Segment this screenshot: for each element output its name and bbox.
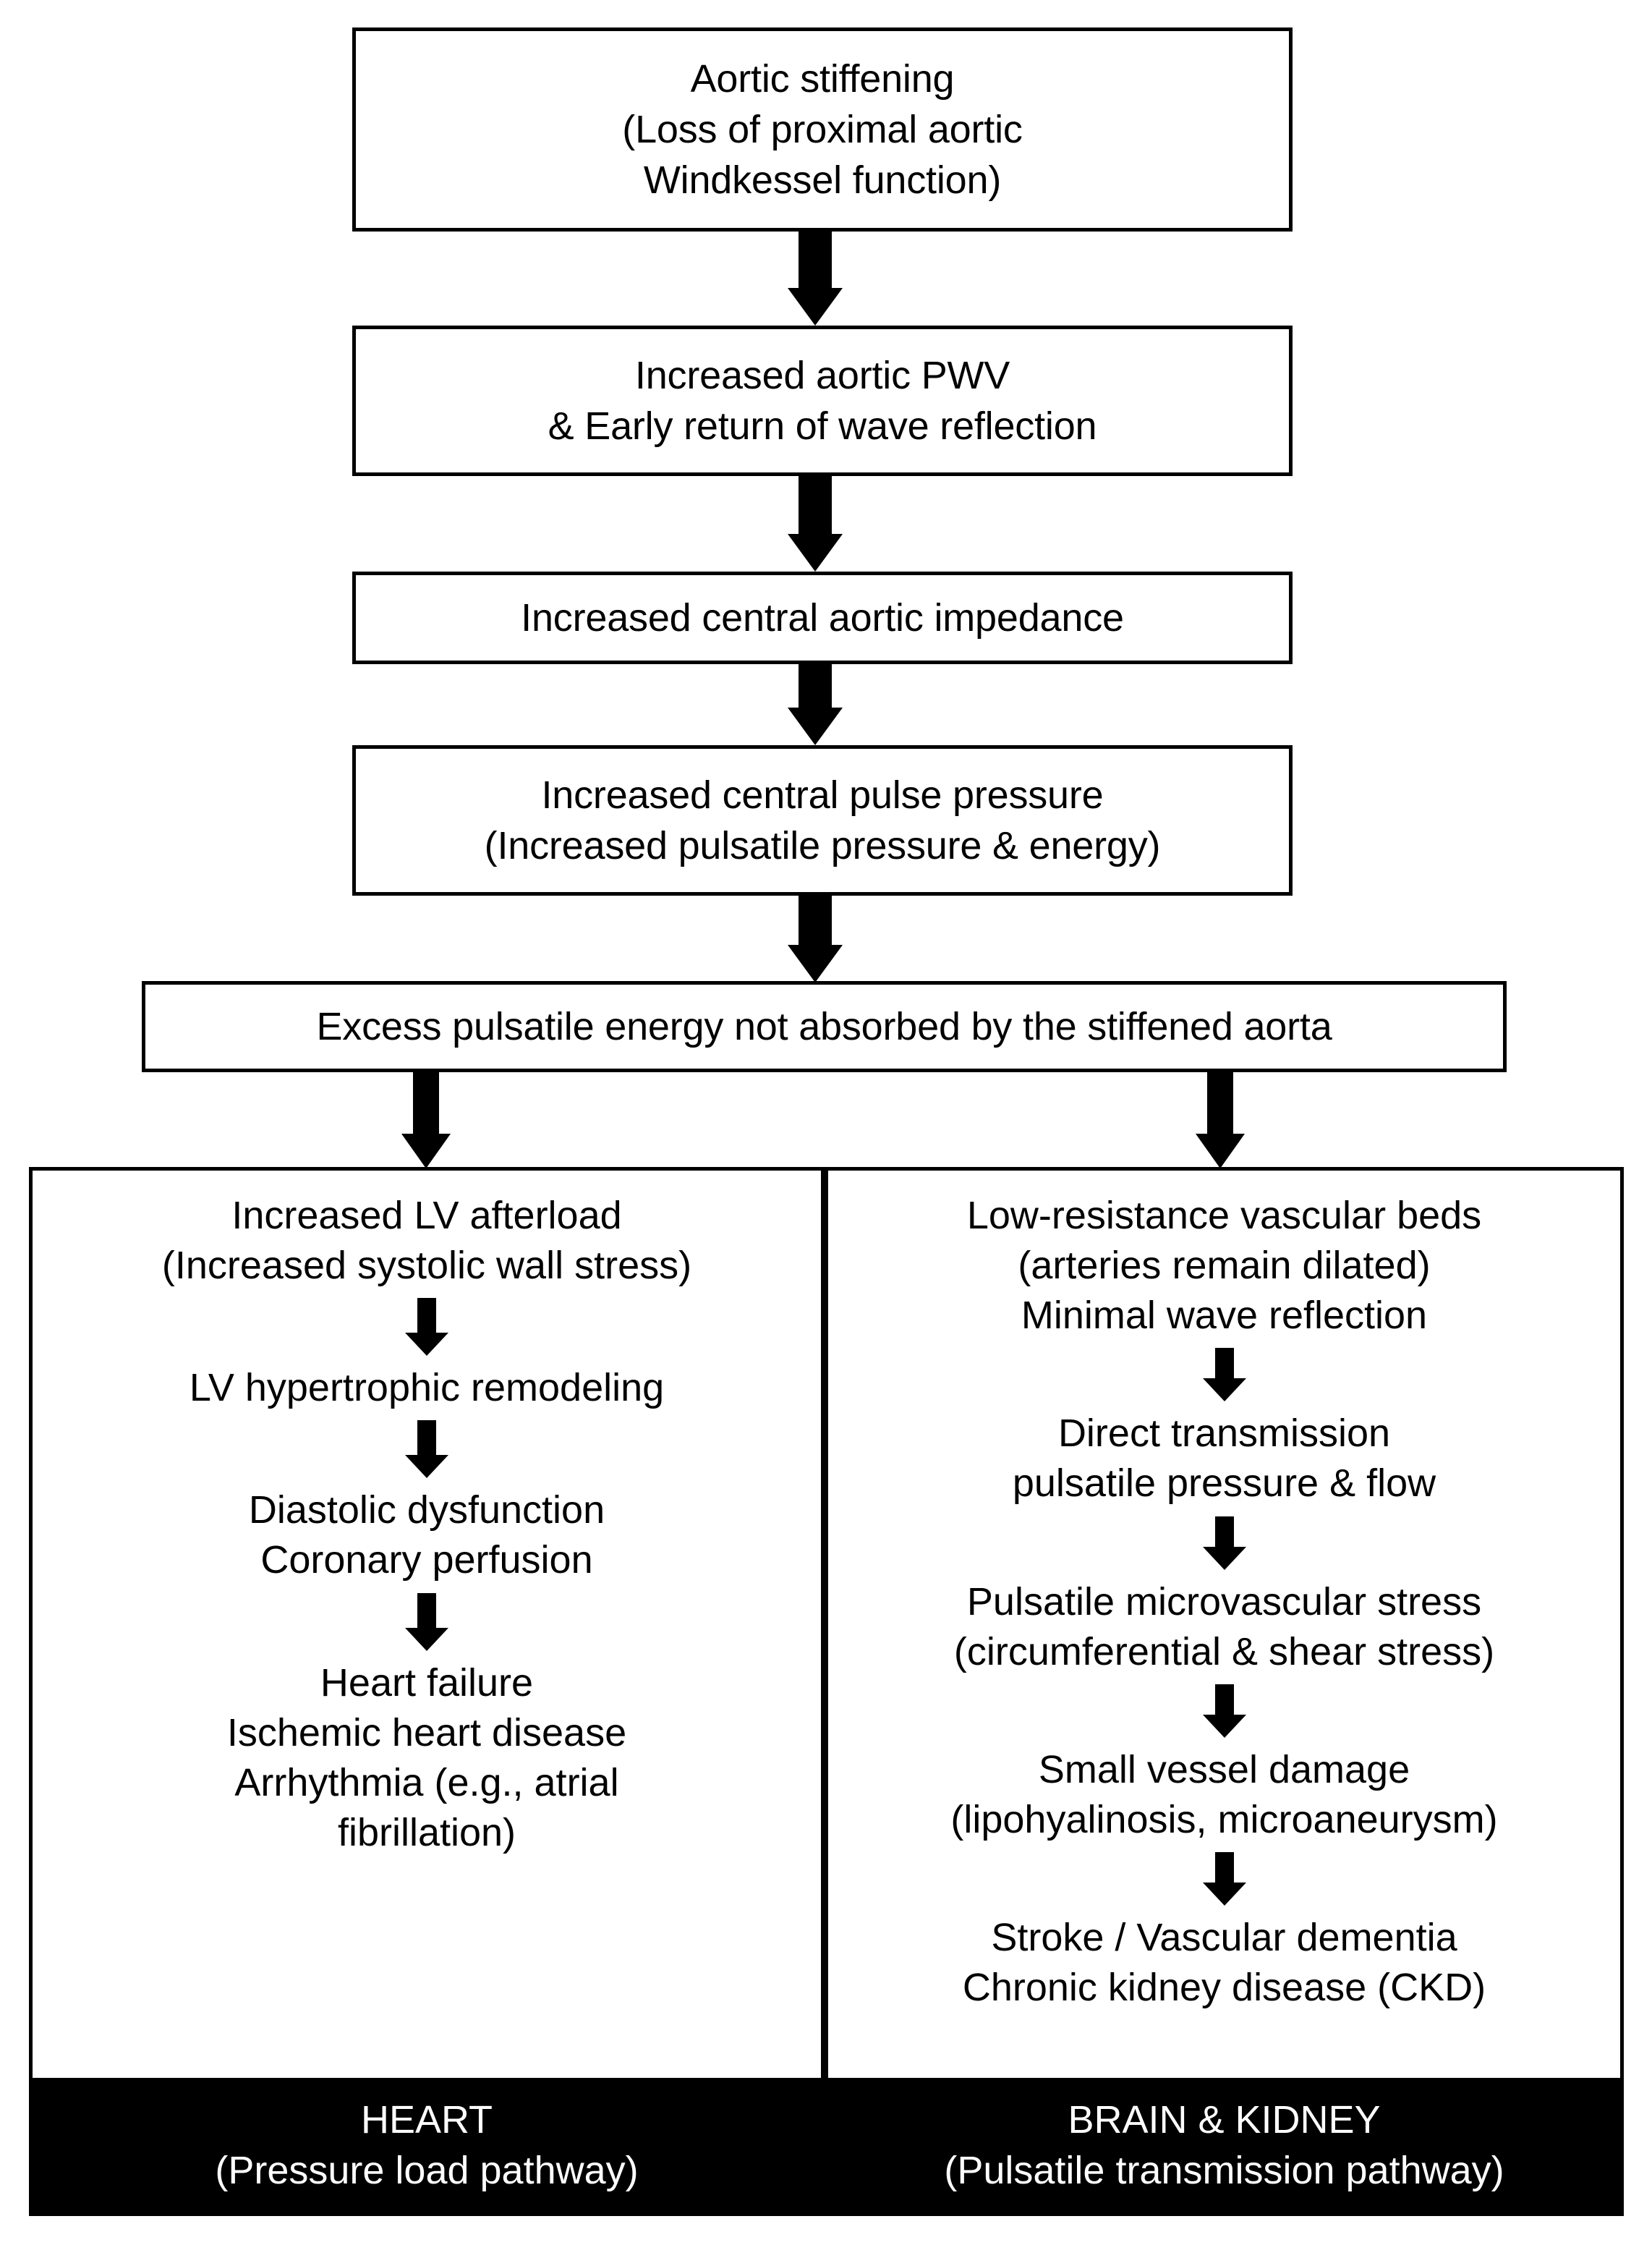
node-line: & Early return of wave reflection [548,404,1097,448]
footer-heart-label: HEART (Pressure load pathway) [33,2078,821,2212]
arrow-shaft [799,476,832,534]
brain-kidney-step-1: Low-resistance vascular beds (arteries r… [966,1194,1482,1338]
panel-brain-kidney-body: Low-resistance vascular beds (arteries r… [828,1171,1620,2013]
node-line: Increased central pulse pressure [541,773,1104,817]
arrow-head [788,534,843,572]
node-line: Increased central aortic impedance [521,595,1124,640]
arrow-pulse-pressure-to-excess-energy [788,896,843,982]
node-central-pulse-pressure[interactable]: Increased central pulse pressure (Increa… [352,745,1293,896]
node-excess-pulsatile-energy[interactable]: Excess pulsatile energy not absorbed by … [142,981,1507,1072]
node-aortic-stiffening[interactable]: Aortic stiffening (Loss of proximal aort… [352,27,1293,232]
brain-kidney-step-4: Small vessel damage (lipohyalinosis, mic… [950,1747,1498,1841]
arrow-heart-3-to-4 [405,1592,448,1651]
heart-step-1: Increased LV afterload (Increased systol… [161,1194,692,1288]
node-line: Increased aortic PWV [634,353,1010,397]
arrow-branch-to-brain-kidney [1196,1072,1245,1168]
arrow-shaft [417,1592,436,1628]
node-line: Excess pulsatile energy not absorbed by … [316,1004,1332,1048]
arrow-head [788,288,843,326]
arrow-bk-4-to-5 [1202,1851,1246,1906]
arrow-heart-1-to-2 [405,1298,448,1357]
arrow-pwv-to-impedance [788,476,843,572]
arrow-shaft [799,664,832,708]
arrow-head [1202,1378,1246,1402]
panel-heart-pathway[interactable]: Increased LV afterload (Increased systol… [29,1167,825,2216]
arrow-head [405,1627,448,1651]
arrow-shaft [1214,1851,1234,1883]
arrow-head [1202,1882,1246,1906]
arrow-head [401,1134,451,1168]
footer-brain-kidney-label: BRAIN & KIDNEY (Pulsatile transmission p… [828,2078,1620,2212]
arrow-stiffening-to-pwv [788,232,843,326]
node-line: (Increased pulsatile pressure & energy) [484,824,1161,867]
node-line: (Loss of proximal aortic [622,107,1023,151]
brain-kidney-step-5: Stroke / Vascular dementia Chronic kidne… [962,1915,1486,2010]
arrow-head [1196,1134,1245,1168]
node-central-aortic-impedance[interactable]: Increased central aortic impedance [352,572,1293,664]
arrow-shaft [1214,1516,1234,1547]
arrow-shaft [417,1420,436,1456]
heart-step-2: LV hypertrophic remodeling [189,1366,665,1410]
brain-kidney-step-3: Pulsatile microvascular stress (circumfe… [953,1579,1495,1673]
node-increased-pwv[interactable]: Increased aortic PWV & Early return of w… [352,326,1293,476]
heart-step-3: Diastolic dysfunction Coronary perfusion [248,1488,605,1582]
arrow-bk-3-to-4 [1202,1684,1246,1738]
arrow-head [405,1455,448,1479]
arrow-shaft [1214,1684,1234,1715]
brain-kidney-step-2: Direct transmission pulsatile pressure &… [1012,1412,1436,1506]
arrow-shaft [1214,1348,1234,1379]
arrow-head [405,1333,448,1357]
arrow-impedance-to-pulse-pressure [788,664,843,745]
node-line: Aortic stiffening [690,56,955,101]
arrow-bk-2-to-3 [1202,1516,1246,1570]
arrow-shaft [413,1072,439,1134]
arrow-head [1202,1714,1246,1738]
heart-step-4: Heart failure Ischemic heart disease Arr… [226,1660,627,1854]
arrow-shaft [799,896,832,945]
arrow-heart-2-to-3 [405,1420,448,1479]
arrow-shaft [799,232,832,288]
arrow-shaft [1207,1072,1233,1134]
panel-brain-kidney-pathway[interactable]: Low-resistance vascular beds (arteries r… [825,1167,1624,2216]
panel-heart-body: Increased LV afterload (Increased systol… [33,1171,821,1858]
node-line: Windkessel function) [643,158,1002,203]
arrow-shaft [417,1298,436,1333]
arrow-head [1202,1546,1246,1570]
arrow-head [788,945,843,982]
arrow-head [788,708,843,745]
arrow-bk-1-to-2 [1202,1348,1246,1402]
arrow-branch-to-heart [401,1072,451,1168]
